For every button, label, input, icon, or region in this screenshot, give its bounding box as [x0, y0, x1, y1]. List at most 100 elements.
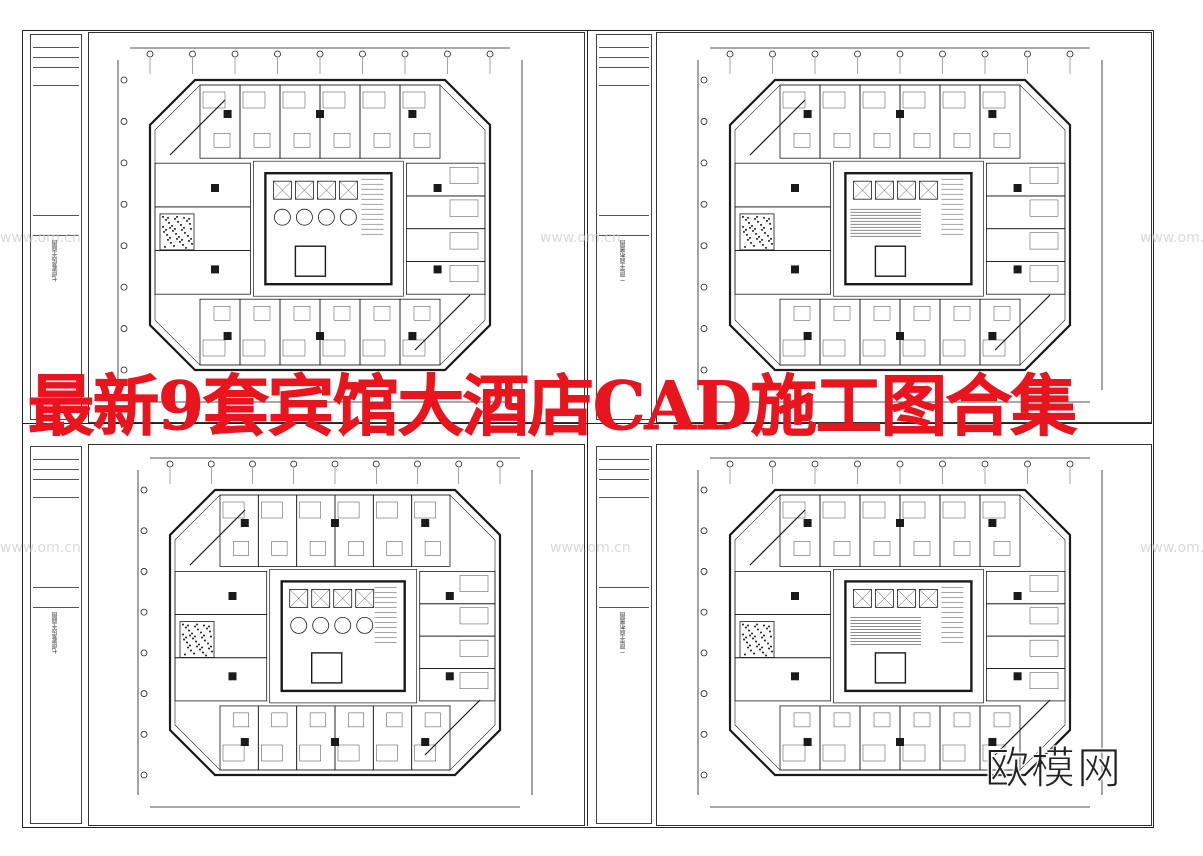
planter-texture [745, 228, 747, 231]
guest-room [979, 298, 1021, 366]
grid-axis-marker [700, 608, 708, 616]
planter-texture [190, 649, 192, 652]
bed [942, 339, 966, 357]
sheet-side-label: 二层平面布置图 [620, 612, 627, 654]
planter-texture [207, 642, 209, 645]
grid-axis-marker [896, 50, 904, 58]
grid-axis-marker [372, 460, 380, 468]
corner-wall [994, 294, 1051, 351]
planter-texture [162, 215, 164, 218]
planter-texture [184, 231, 186, 234]
grid-axis-marker [120, 366, 128, 374]
structural-column [331, 519, 339, 527]
planter-texture [758, 643, 760, 646]
shaft [874, 652, 907, 684]
structural-column [445, 672, 454, 681]
planter-texture [750, 241, 752, 244]
grid-axis-marker [700, 690, 708, 697]
planter-texture [770, 635, 772, 638]
guest-room [819, 494, 861, 567]
grid-axis-marker [700, 730, 708, 738]
guest-room [859, 298, 901, 366]
bathroom [793, 712, 811, 728]
public-room [734, 657, 831, 702]
bathroom [333, 132, 351, 148]
guest-room [819, 298, 861, 366]
bed [862, 744, 886, 762]
grid-axis-marker [700, 76, 708, 84]
guest-room [779, 494, 821, 567]
planter-texture [761, 646, 763, 649]
planter-texture [755, 640, 757, 643]
grid-axis-marker [120, 200, 128, 208]
bed [362, 91, 386, 109]
corner-wall [414, 294, 471, 351]
planter-texture [169, 236, 171, 239]
grid-axis-marker [120, 118, 128, 125]
guest-room [334, 705, 374, 771]
planter-texture [201, 636, 203, 639]
planter-texture [203, 634, 205, 637]
planter-texture [752, 229, 754, 232]
bathroom [993, 132, 1011, 148]
bathroom [233, 541, 249, 556]
planter-texture [191, 632, 193, 635]
guest-room [219, 705, 259, 771]
bed [299, 501, 321, 519]
planter-texture [204, 639, 206, 642]
guest-room [985, 668, 1066, 702]
planter-texture [183, 638, 185, 641]
bed [376, 501, 398, 519]
grid-axis-marker [769, 460, 776, 468]
bed [459, 672, 489, 689]
building-core [280, 580, 406, 693]
planter-texture [762, 651, 764, 654]
planter-texture [206, 627, 208, 630]
structural-column [896, 332, 904, 340]
public-room [154, 206, 251, 251]
structural-column [803, 519, 812, 527]
planter-texture [753, 652, 755, 655]
guest-room [779, 705, 821, 771]
planter-texture [208, 625, 210, 628]
bed [459, 607, 489, 625]
grid-axis-marker [207, 460, 215, 468]
planter-texture [767, 642, 769, 645]
public-room [734, 571, 831, 615]
planter-texture [185, 246, 187, 249]
planter-texture [165, 218, 167, 221]
bathroom [833, 541, 851, 556]
shaft [874, 245, 907, 277]
planter-texture [182, 243, 184, 246]
grid-axis-marker [700, 325, 708, 332]
public-room [174, 657, 268, 702]
planter-texture [747, 624, 749, 627]
structural-column [896, 738, 904, 746]
bed [1029, 199, 1059, 217]
planter-texture [756, 645, 758, 648]
planter-texture [195, 640, 197, 643]
planter-texture [199, 648, 201, 651]
guest-room [372, 494, 413, 567]
planter-texture [167, 216, 169, 219]
round-fixture [317, 208, 335, 226]
round-fixture [334, 616, 352, 634]
bathroom [873, 712, 891, 728]
sheet-divider-vertical [587, 30, 588, 826]
bathroom [913, 306, 931, 321]
title-block-top-left: 七层客房平面图 [30, 34, 82, 420]
bathroom [271, 541, 288, 556]
planter-texture [754, 625, 756, 628]
planter-texture [196, 645, 198, 648]
grid-axis-marker [316, 50, 324, 58]
grid-axis-marker [444, 50, 451, 58]
planter-texture [183, 216, 185, 219]
bed [414, 501, 436, 519]
building-core [844, 171, 973, 286]
guest-room [939, 494, 981, 567]
grid-axis-marker [700, 159, 708, 167]
planter-texture [747, 238, 749, 241]
planter-texture [210, 635, 212, 638]
planter-texture [749, 634, 751, 637]
guest-room [405, 228, 486, 262]
